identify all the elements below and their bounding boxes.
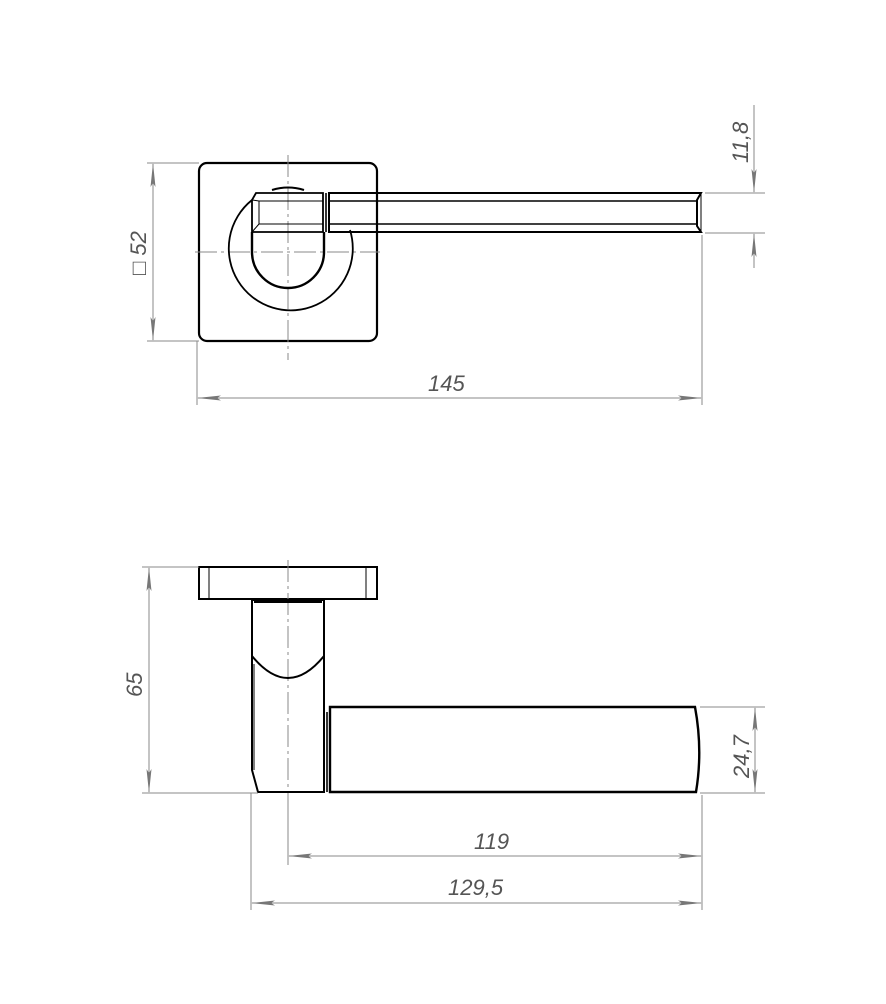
dim-24-7-label: 24,7 xyxy=(729,734,754,779)
neck-block xyxy=(251,192,324,233)
neck-chamfer xyxy=(251,199,260,202)
dim-65-label: 65 xyxy=(122,672,147,697)
top-view: □ 52 145 11,8 xyxy=(126,105,765,405)
neck-curve xyxy=(251,655,325,679)
dim-52-label: □ 52 xyxy=(126,231,151,275)
rose-circle xyxy=(227,199,354,312)
neck-u-shape xyxy=(250,232,326,290)
side-view: 65 24,7 119 129,5 xyxy=(122,560,765,910)
dim-119-label: 119 xyxy=(474,829,509,854)
lever-side-view xyxy=(328,705,701,794)
lever-top-view xyxy=(328,192,703,233)
neck-top-arc xyxy=(271,186,305,191)
neck-chamfer xyxy=(251,223,260,233)
dim-145-label: 145 xyxy=(428,371,465,396)
dim-129-5-label: 129,5 xyxy=(448,875,504,900)
dim-11-8-label: 11,8 xyxy=(728,121,753,163)
neck-side xyxy=(251,599,325,793)
